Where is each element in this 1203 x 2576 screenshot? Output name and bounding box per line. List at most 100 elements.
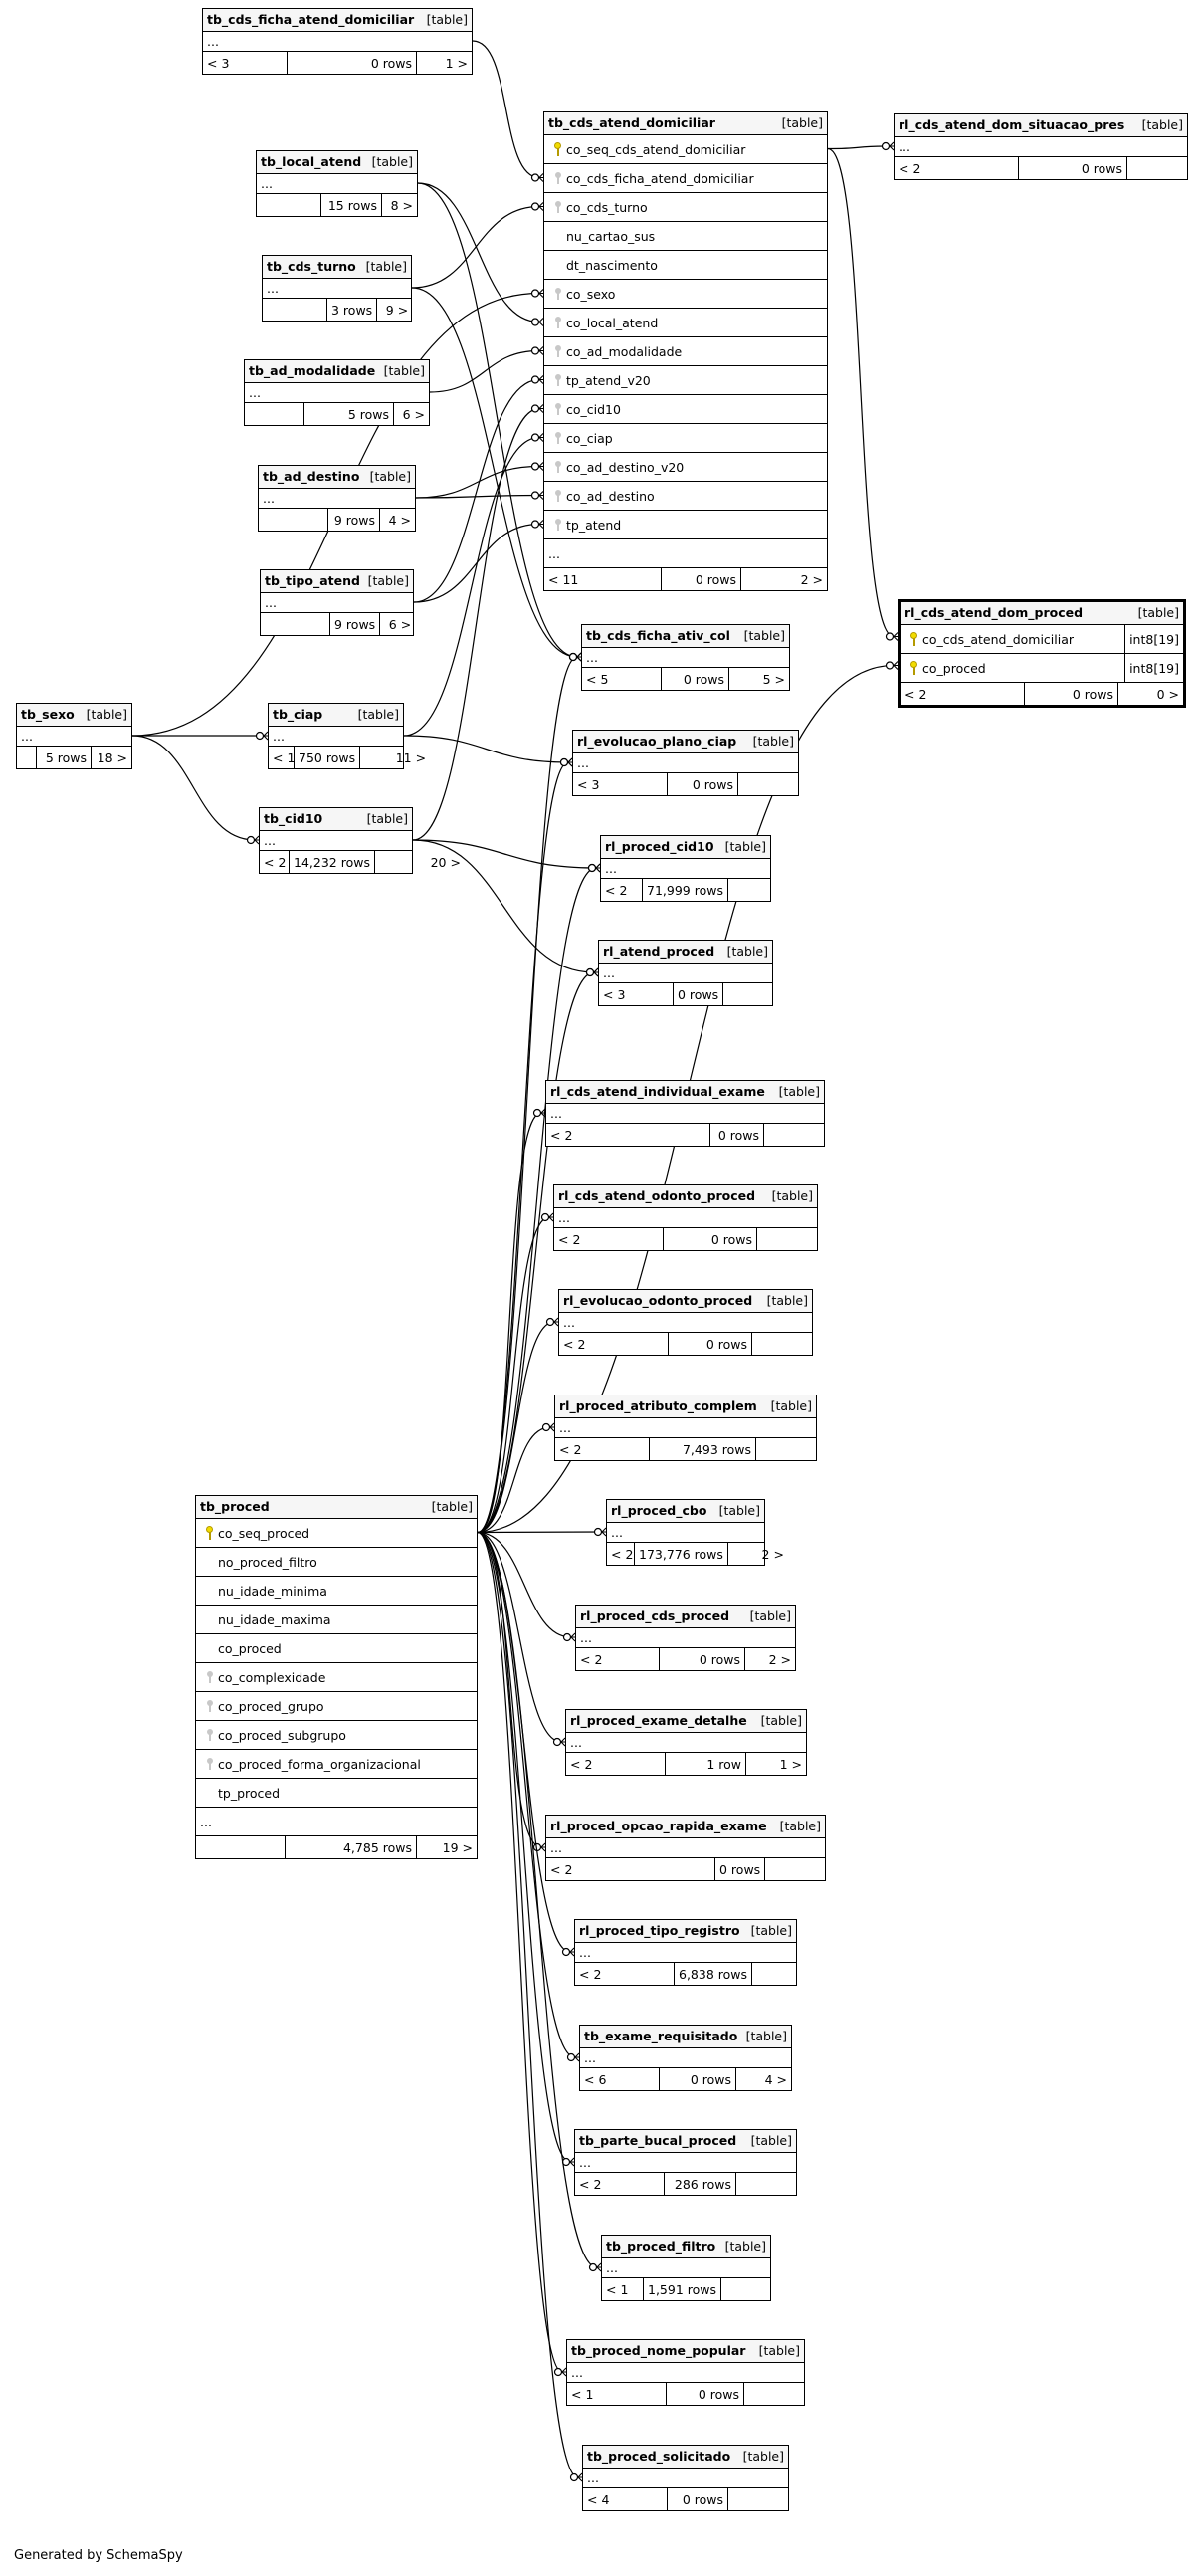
children-count-link[interactable]: 1 > [445,55,468,71]
table-name[interactable]: tb_cds_ficha_atend_domiciliar [207,11,415,27]
parents-count-link[interactable]: < 2 [554,1228,664,1250]
table-name[interactable]: rl_proced_tipo_registro [579,1922,740,1938]
column-row[interactable]: co_cid10 [544,395,827,424]
column-row[interactable]: co_ciap [544,424,827,453]
children-count-link[interactable]: 6 > [402,406,425,422]
parents-count-link[interactable]: < 2 [607,1543,635,1565]
table-name[interactable]: rl_evolucao_odonto_proced [563,1292,753,1308]
column-row[interactable]: co_proced_grupo [196,1692,477,1721]
column-row[interactable]: tp_proced [196,1779,477,1808]
children-count-link[interactable]: 5 > [762,671,785,687]
table-name[interactable]: rl_cds_atend_odonto_proced [558,1187,756,1203]
table-name[interactable]: tb_cid10 [264,810,323,826]
table-name[interactable]: tb_cds_turno [267,258,356,274]
column-row[interactable]: co_sexo [544,280,827,309]
parents-count-link[interactable]: < 6 [580,2068,660,2090]
parents-count-link[interactable]: < 1 [602,2278,644,2300]
table-name[interactable]: tb_local_atend [261,153,362,169]
table-name[interactable]: tb_ciap [273,706,323,722]
parents-count-link[interactable]: < 1 [567,2383,667,2405]
table-name[interactable]: rl_cds_atend_individual_exame [550,1083,765,1099]
table-name[interactable]: rl_proced_cbo [611,1502,707,1518]
children-count-link[interactable]: 0 > [1156,686,1179,702]
children-count-link[interactable]: 19 > [442,1839,473,1855]
table-name[interactable]: rl_cds_atend_dom_proced [904,604,1084,620]
table-rl-proced-opcao-rapida-exame[interactable]: rl_proced_opcao_rapida_exame[table]...< … [545,1815,826,1881]
children-count-link[interactable]: 18 > [97,750,127,765]
table-name[interactable]: rl_proced_cds_proced [580,1608,730,1623]
column-row[interactable]: nu_cartao_sus [544,222,827,251]
children-count-link[interactable]: 11 > [395,750,427,765]
table-name[interactable]: rl_cds_atend_dom_situacao_pres [899,116,1125,132]
column-row[interactable]: co_ad_modalidade [544,337,827,366]
table-tb-cds-ficha-atend-domiciliar[interactable]: tb_cds_ficha_atend_domiciliar[table]...<… [202,8,473,75]
children-count-link[interactable]: 2 > [800,571,823,587]
column-row[interactable]: dt_nascimento [544,251,827,280]
column-row[interactable]: nu_idade_minima [196,1577,477,1606]
table-name[interactable]: tb_exame_requisitado [584,2028,738,2043]
table-rl-cds-atend-dom-situacao-pres[interactable]: rl_cds_atend_dom_situacao_pres[table]...… [894,113,1188,180]
parents-count-link[interactable]: < 2 [575,1963,675,1985]
column-row[interactable]: no_proced_filtro [196,1548,477,1577]
table-name[interactable]: tb_proced_nome_popular [571,2342,746,2358]
table-name[interactable]: tb_parte_bucal_proced [579,2132,737,2148]
table-name[interactable]: tb_tipo_atend [265,572,360,588]
column-row[interactable]: tp_atend_v20 [544,366,827,395]
children-count-link[interactable]: 9 > [385,302,409,318]
table-name[interactable]: rl_proced_opcao_rapida_exame [550,1818,767,1833]
table-name[interactable]: rl_proced_cid10 [605,838,714,854]
column-row[interactable]: co_seq_cds_atend_domiciliar [544,135,827,164]
column-row[interactable]: co_seq_proced [196,1519,477,1548]
table-rl-cds-atend-dom-proced[interactable]: rl_cds_atend_dom_proced[table]co_cds_ate… [898,599,1186,708]
table-name[interactable]: tb_proced [200,1498,270,1514]
parents-count-link[interactable]: < 1 [269,747,295,768]
table-name[interactable]: tb_proced_solicitado [587,2448,731,2464]
parents-count-link[interactable]: < 2 [575,2173,665,2195]
table-name[interactable]: rl_atend_proced [603,943,715,959]
column-row[interactable]: co_proced [196,1634,477,1663]
parents-count-link[interactable]: < 2 [546,1124,710,1146]
parents-count-link[interactable]: < 5 [582,668,662,690]
children-count-link[interactable]: 2 > [768,1651,791,1667]
table-name[interactable]: tb_cds_atend_domiciliar [548,114,715,130]
table-name[interactable]: tb_proced_filtro [606,2238,716,2254]
table-name[interactable]: rl_proced_atributo_complem [559,1397,757,1413]
parents-count-link[interactable]: < 2 [555,1438,650,1460]
parents-count-link[interactable]: < 2 [260,851,290,873]
children-count-link[interactable]: 4 > [764,2071,787,2087]
table-name[interactable]: tb_ad_modalidade [249,362,376,378]
column-row[interactable]: co_proced_subgrupo [196,1721,477,1750]
children-count-link[interactable]: 2 > [761,1546,784,1562]
column-row[interactable]: co_cds_turno [544,193,827,222]
table-rl-cds-atend-individual-exame[interactable]: rl_cds_atend_individual_exame[table]...<… [545,1080,825,1147]
parents-count-link[interactable]: < 2 [566,1753,666,1775]
column-row[interactable]: tp_atend [544,511,827,539]
parents-count-link[interactable]: < 3 [599,983,674,1005]
column-row[interactable]: co_complexidade [196,1663,477,1692]
table-name[interactable]: tb_sexo [21,706,75,722]
column-row[interactable]: co_ad_destino_v20 [544,453,827,482]
parents-count-link[interactable]: < 3 [573,773,668,795]
table-name[interactable]: tb_ad_destino [263,468,360,484]
column-row[interactable]: co_ad_destino [544,482,827,511]
table-name[interactable]: rl_evolucao_plano_ciap [577,733,737,749]
table-tb-cds-atend-domiciliar[interactable]: tb_cds_atend_domiciliar[table]co_seq_cds… [543,111,828,591]
column-row[interactable]: nu_idade_maxima [196,1606,477,1634]
children-count-link[interactable]: 20 > [430,854,461,870]
